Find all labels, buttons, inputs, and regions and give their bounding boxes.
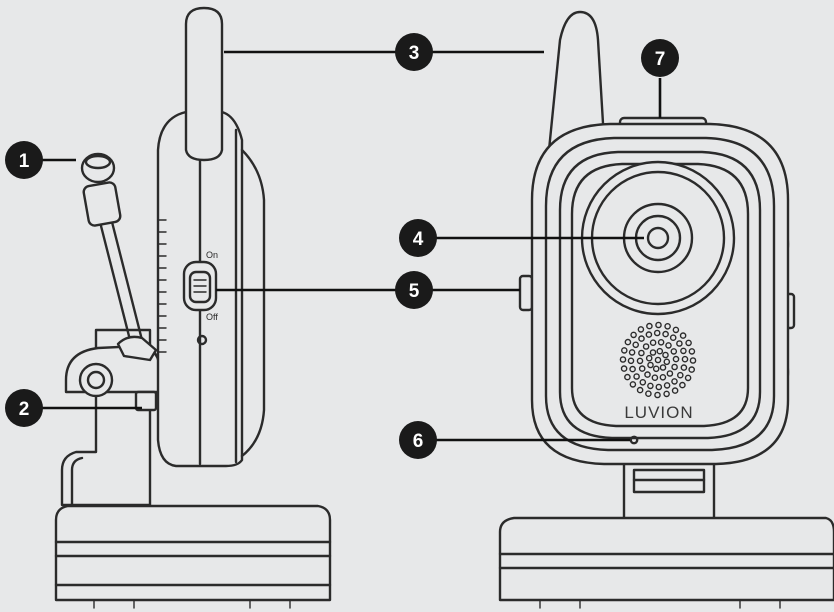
speaker-hole	[672, 326, 680, 334]
speaker-hole	[671, 363, 678, 371]
speaker-hole	[638, 349, 645, 357]
callout-5-number: 5	[409, 281, 420, 302]
callout-1-number: 1	[19, 151, 30, 172]
speaker-hole	[629, 365, 636, 373]
front-view: LUVION	[498, 10, 834, 609]
power-switch: On Off	[182, 250, 218, 346]
speaker-hole	[630, 331, 637, 339]
speaker-hole	[657, 338, 665, 346]
side-view: On Off	[54, 6, 332, 609]
speaker-hole	[664, 322, 671, 330]
front-stand	[498, 458, 834, 609]
speaker-hole	[642, 343, 650, 350]
speaker-hole	[689, 357, 697, 364]
speaker-hole	[676, 340, 683, 347]
speaker-hole	[669, 334, 677, 342]
speaker-hole	[652, 365, 660, 373]
speaker-hole	[646, 322, 653, 330]
speaker-hole	[688, 366, 696, 373]
speaker-hole	[653, 329, 661, 337]
speaker-hole	[644, 371, 651, 378]
speaker-hole	[663, 390, 670, 398]
speaker-hole	[679, 332, 687, 339]
speaker-hole	[663, 358, 671, 366]
callout-6-number: 6	[413, 431, 424, 452]
speaker-hole	[645, 354, 653, 362]
callouts: 1 2 3 4 5 6 7	[5, 33, 679, 459]
speaker-hole	[621, 347, 628, 354]
callout-4-number: 4	[413, 229, 424, 250]
callout-3: 3	[395, 33, 433, 71]
microphone-gooseneck	[80, 152, 158, 362]
speaker-hole	[638, 335, 645, 342]
speaker-hole	[619, 356, 627, 363]
speaker-hole	[679, 381, 686, 389]
speaker-hole	[663, 382, 671, 389]
speaker-hole	[647, 382, 654, 390]
callout-7-number: 7	[655, 49, 666, 70]
leader-lines	[40, 50, 662, 442]
speaker-hole	[639, 378, 647, 386]
speaker-hole	[647, 361, 654, 369]
speaker-hole	[672, 355, 680, 363]
callout-2-number: 2	[19, 399, 30, 420]
speaker-hole	[649, 349, 657, 356]
speaker-hole	[628, 349, 636, 356]
speaker-hole	[638, 365, 646, 372]
callout-3-number: 3	[409, 43, 420, 64]
speaker-hole	[637, 326, 645, 333]
speaker-hole	[662, 330, 669, 338]
speaker-hole	[624, 338, 632, 346]
speaker-hole	[671, 387, 679, 394]
speaker-hole	[665, 342, 672, 349]
speaker-hole	[645, 331, 653, 338]
callout-2: 2	[5, 389, 43, 427]
speaker-hole	[633, 373, 640, 380]
speaker-hole	[629, 381, 637, 388]
callout-7: 7	[641, 39, 679, 77]
callout-6: 6	[399, 421, 437, 459]
speaker-hole	[620, 365, 628, 372]
brand-label: LUVION	[624, 403, 693, 422]
side-antenna	[184, 6, 224, 162]
speaker-hole	[685, 339, 692, 347]
speaker-hole	[645, 390, 652, 398]
speaker-hole	[632, 341, 640, 349]
camera-lens	[580, 160, 736, 316]
speaker-hole	[659, 373, 667, 381]
speaker-hole	[651, 374, 659, 382]
speaker-hole	[655, 321, 662, 329]
switch-on-label: On	[206, 250, 218, 260]
speaker-hole	[654, 391, 661, 399]
speaker-hole	[662, 351, 669, 359]
speaker-hole	[659, 364, 667, 371]
speaker-hole	[681, 355, 689, 363]
speaker-hole	[654, 356, 662, 364]
callout-1: 1	[5, 141, 43, 179]
switch-off-label: Off	[206, 312, 218, 322]
front-indicator	[629, 435, 639, 445]
speaker-hole	[677, 371, 684, 379]
speaker-hole	[624, 373, 631, 381]
callout-5: 5	[395, 271, 433, 309]
speaker-hole	[684, 374, 692, 382]
speaker-grille	[619, 321, 697, 399]
speaker-hole	[688, 348, 696, 355]
speaker-hole	[655, 383, 663, 391]
speaker-hole	[636, 357, 644, 365]
speaker-hole	[636, 386, 644, 394]
speaker-hole	[680, 364, 688, 371]
speaker-hole	[666, 370, 674, 377]
speaker-hole	[671, 378, 678, 385]
speaker-hole	[670, 348, 678, 355]
speaker-hole	[656, 347, 664, 355]
speaker-hole	[627, 357, 635, 365]
callout-4: 4	[399, 219, 437, 257]
speaker-hole	[680, 347, 687, 355]
speaker-hole	[649, 339, 657, 347]
